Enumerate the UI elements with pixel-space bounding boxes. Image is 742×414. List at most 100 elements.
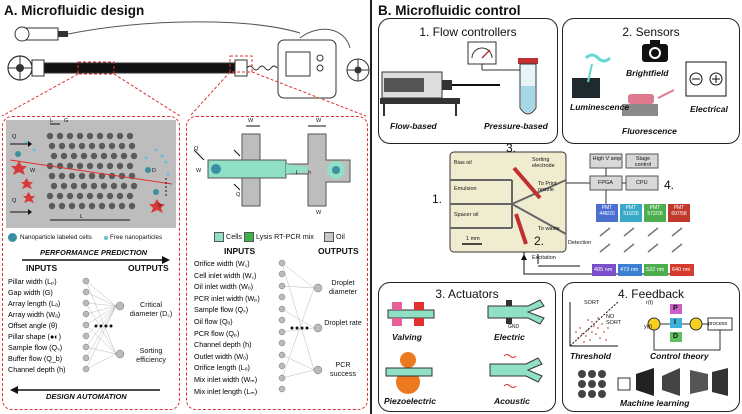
- laser-label-473: 473 nm: [620, 267, 639, 273]
- performance-label: PERFORMANCE PREDICTION: [40, 248, 148, 257]
- label-theta: θ: [158, 203, 162, 209]
- list-item: Buffer flow (Q_b): [8, 354, 63, 363]
- list-item: Mix inlet width (Wₘ): [194, 374, 258, 384]
- label-wc: W: [30, 168, 36, 174]
- pmt-1: PMT 448/20: [599, 205, 615, 217]
- legend-cells: Nanoparticle labeled cells: [20, 234, 92, 241]
- right-inset: [186, 116, 368, 410]
- list-item: Cell inlet width (W꜀): [194, 270, 257, 280]
- right-inputs-header: INPUTS: [224, 246, 256, 256]
- right-inputs-list: Orifice width (W꜀) Cell inlet width (W꜀)…: [194, 258, 284, 397]
- fpga-label: FPGA: [598, 180, 613, 186]
- left-inputs-header: INPUTS: [26, 263, 58, 273]
- label-qb: Q: [12, 198, 17, 204]
- chip-num-4: 4.: [664, 178, 675, 192]
- left-neural-network: [82, 277, 125, 373]
- left-inputs-list: Pillar width (Lₚ) Gap width (G) Array le…: [8, 276, 88, 375]
- list-item: Array width (Wₐ): [8, 310, 61, 319]
- sorting-electrode-label: Sorting electrode: [532, 157, 555, 169]
- label-la: L: [80, 214, 84, 220]
- list-item: Channel depth (h): [194, 340, 252, 350]
- laser-640: [670, 264, 694, 276]
- actuators-box: 3. Actuators: [378, 282, 556, 412]
- scale-label: 1 mm: [466, 236, 480, 242]
- bias-oil-label: Bias oil: [454, 160, 472, 166]
- list-item: Sample flow (Qₛ): [194, 305, 249, 315]
- laser-473: [618, 264, 642, 276]
- left-output-0: Critical diameter (D꜀): [129, 300, 173, 318]
- laser-label-532: 532 nm: [646, 267, 665, 273]
- stage-control-label: Stage control: [634, 156, 652, 168]
- panel-divider: [370, 0, 372, 414]
- laser-label-405: 405 nm: [594, 267, 613, 273]
- emulsion-label: Emulsion: [454, 186, 477, 192]
- list-item: Array length (Lₐ): [8, 299, 61, 308]
- to-print-nozzle-label: To Print nozzle: [538, 181, 557, 193]
- laser-532: [644, 264, 668, 276]
- excitation-label: Excitation: [532, 255, 556, 261]
- left-output-1: Sorting efficiency: [136, 346, 166, 364]
- label-wi: W: [248, 118, 254, 124]
- right-output-2: PCR success: [330, 360, 356, 378]
- chip-num-3: 3.: [506, 141, 517, 155]
- chip-num-1: 1.: [432, 192, 443, 206]
- yt-label: y(t): [644, 324, 652, 330]
- feedback-illustration: [569, 301, 733, 398]
- panel-b-title: B. Microfluidic control: [378, 3, 521, 18]
- label-wm: W: [316, 210, 322, 216]
- flow-based-label: Flow-based: [390, 121, 437, 131]
- actuators-title: 3. Actuators: [435, 287, 499, 301]
- brightfield-label: Brightfield: [626, 68, 669, 78]
- list-item: Oil flow (Qₒ): [194, 316, 233, 326]
- legend-swatch-lysis: [244, 232, 254, 242]
- pid-d: D: [673, 333, 679, 340]
- label-qs-r: Q: [194, 146, 199, 152]
- pressure-based-label: Pressure-based: [484, 121, 548, 131]
- automation-label: DESIGN AUTOMATION: [46, 392, 127, 401]
- fluorescence-label: Fluorescence: [622, 126, 677, 136]
- list-item: Outlet width (Wₒ): [194, 351, 249, 361]
- list-item: Gap width (G): [8, 288, 53, 297]
- label-g: G: [64, 118, 69, 124]
- list-item: Pillar width (Lₚ): [8, 277, 57, 286]
- label-lo: L: [296, 170, 300, 176]
- sensors-title: 2. Sensors: [622, 25, 680, 39]
- label-qs: Q: [12, 134, 17, 140]
- legend-label-oil: Oil: [336, 232, 345, 241]
- threshold-label: Threshold: [570, 351, 612, 361]
- pid-i: I: [674, 319, 676, 326]
- label-lp: L: [50, 118, 54, 124]
- process-label: process: [708, 321, 728, 327]
- left-outputs-header: OUTPUTS: [128, 263, 169, 273]
- panel-a-title: A. Microfluidic design: [4, 3, 145, 18]
- list-item: Mix inlet length (Lₘ): [194, 386, 258, 396]
- electric-label: Electric: [494, 332, 525, 342]
- legend-swatch-cells: [214, 232, 224, 242]
- detection-label: Detection: [568, 240, 592, 246]
- control-theory-label: Control theory: [650, 351, 709, 361]
- pid-p: P: [673, 305, 678, 312]
- pmt-4: PMT 697/58: [671, 205, 687, 217]
- chip-num-2: 2.: [534, 234, 545, 248]
- list-item: Orifice length (Lₒ): [194, 363, 250, 373]
- list-item: PCR inlet width (Wₚ): [194, 293, 260, 303]
- droplet-generator-diagram: [193, 125, 351, 207]
- gnd-label: GND: [508, 324, 520, 330]
- electrical-label: Electrical: [690, 104, 728, 114]
- label-wd: W: [196, 168, 202, 174]
- actuators-illustration: [385, 299, 545, 394]
- label-qi: Q: [236, 192, 241, 198]
- list-item: Oil inlet width (Wₒ): [194, 282, 254, 292]
- high-v-amp-label: High V amp: [592, 156, 622, 162]
- pillar-array-diagram: [6, 120, 176, 228]
- pmt-3: PMT 572/28: [647, 205, 663, 217]
- feedback-title: 4. Feedback: [617, 287, 685, 301]
- list-item: Channel depth (h): [8, 365, 66, 374]
- performance-arrow: [22, 256, 170, 264]
- machine-learning-label: Machine learning: [620, 398, 690, 408]
- list-item: PCR flow (Qₚ): [194, 328, 240, 338]
- right-output-0: Droplet diameter: [329, 278, 357, 296]
- right-output-1: Droplet rate: [324, 318, 362, 327]
- laser-label-640: 640 nm: [672, 267, 691, 273]
- list-item: Orifice width (W꜀): [194, 259, 250, 268]
